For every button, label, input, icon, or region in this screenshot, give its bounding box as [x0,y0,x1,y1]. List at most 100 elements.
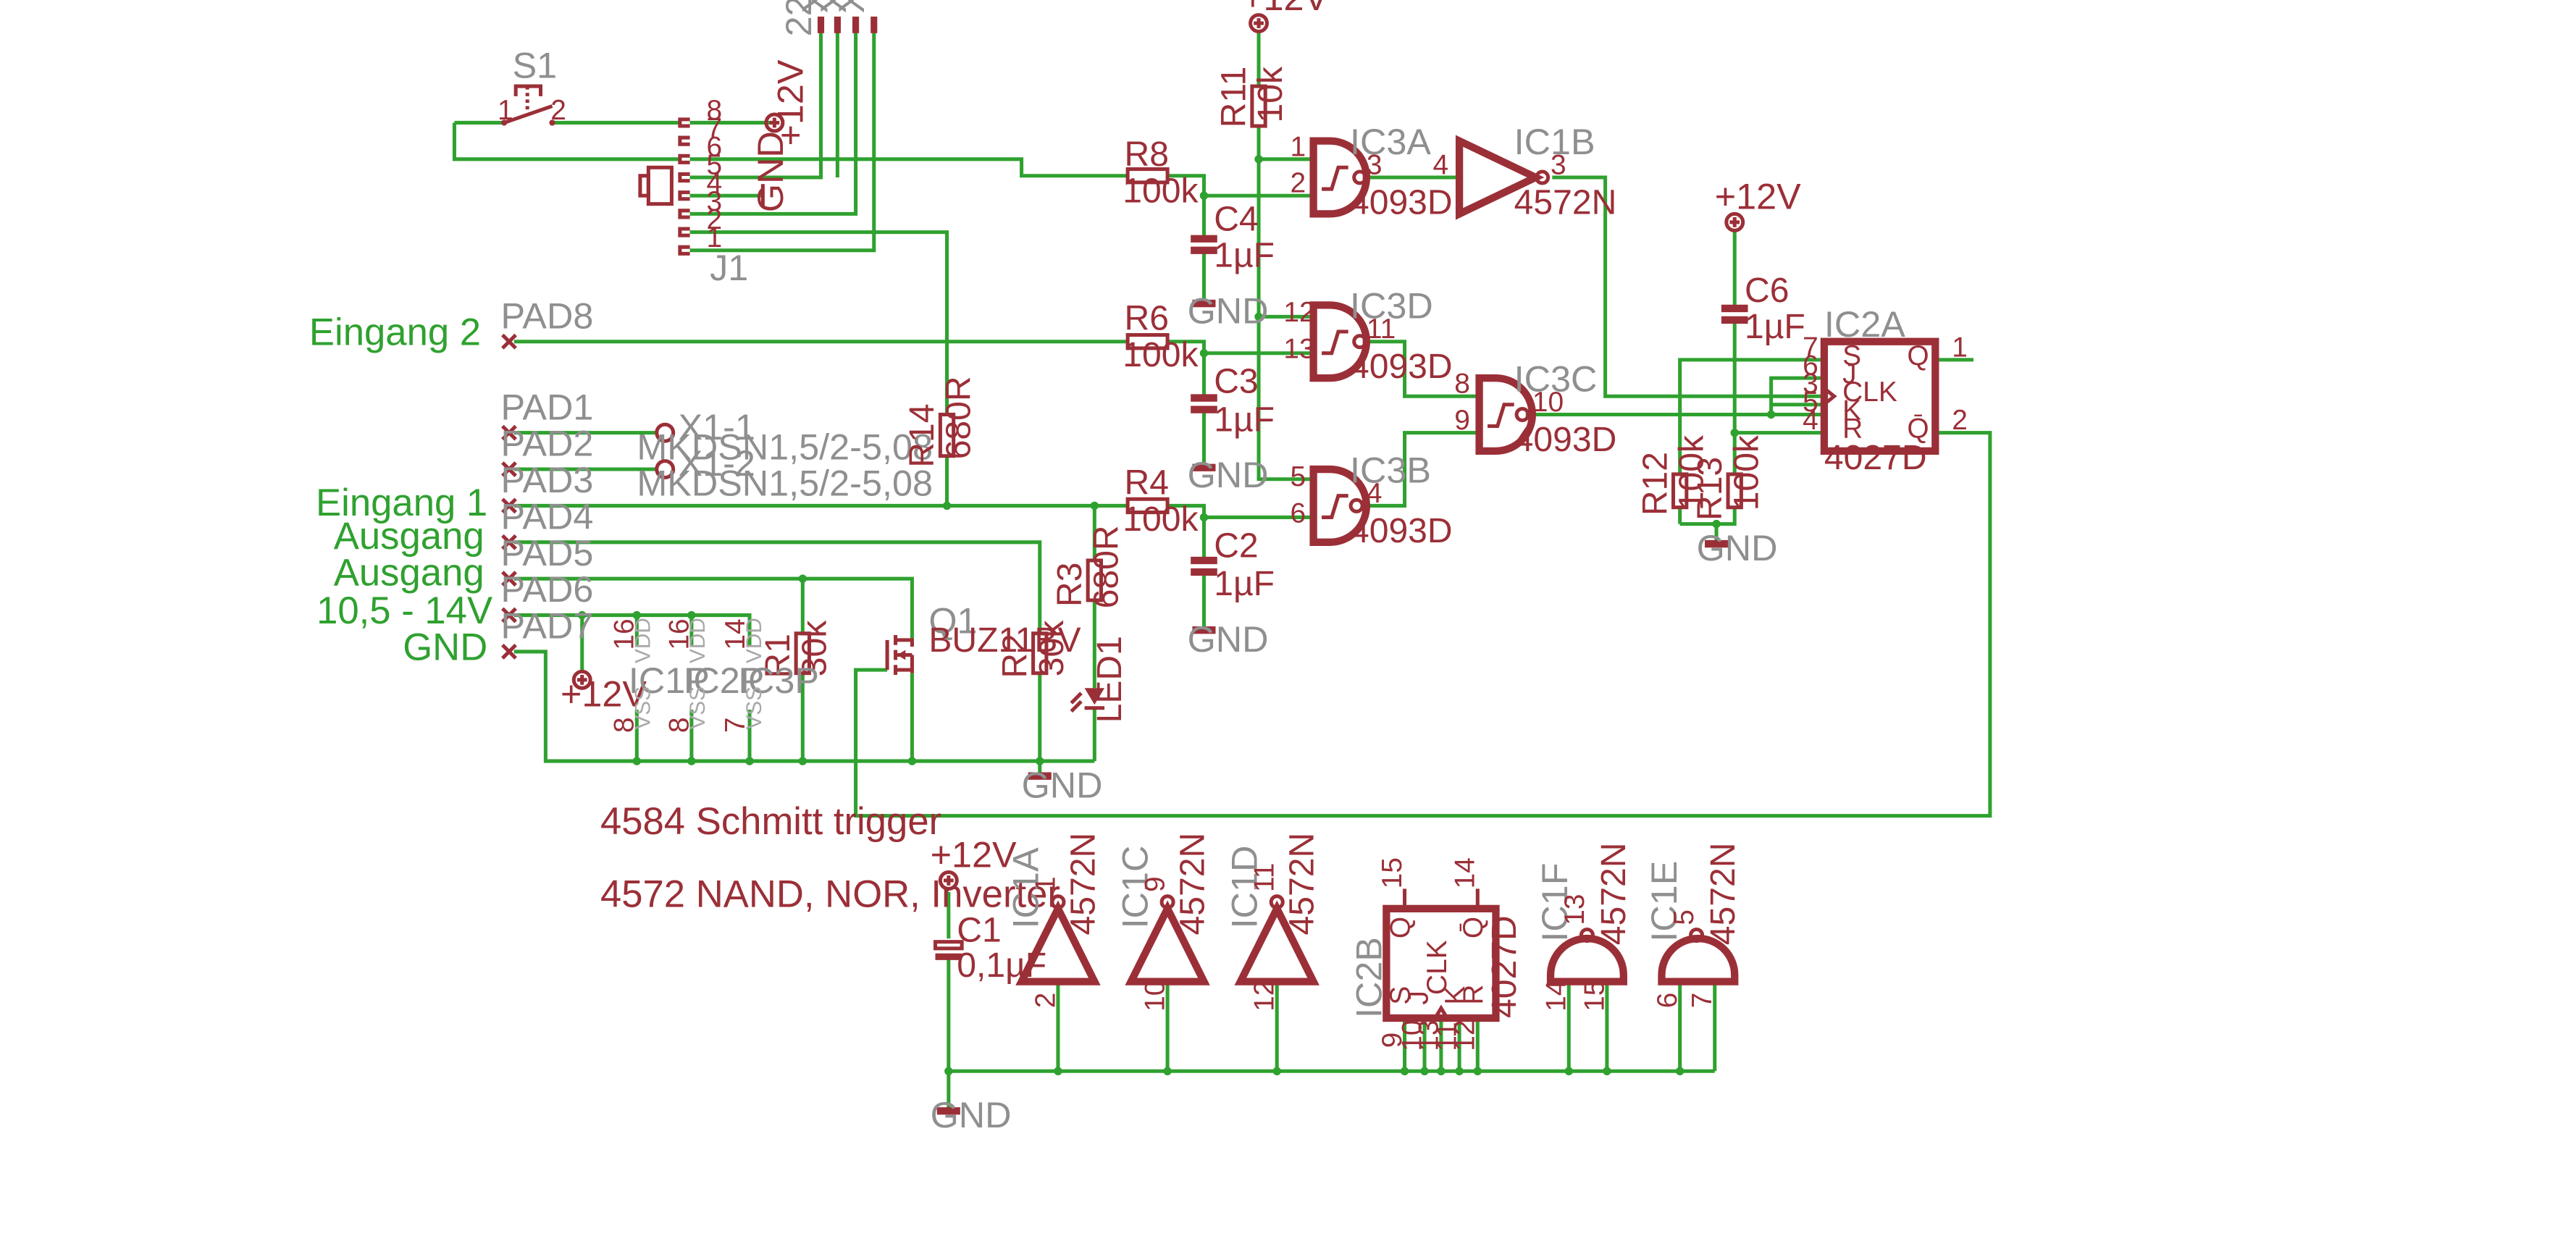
r1-ref: R1 [758,634,797,678]
ic1f-pin-top: 13 [1559,894,1590,925]
j1-pin-5: 5 [706,149,722,180]
ic1e-pin-br: 7 [1687,993,1718,1009]
switch-ref: S1 [513,45,558,86]
flipflop-ic2a: IC2A 4027D S J CLK K R Q Q̄ 7 6 3 5 4 1 … [1803,303,1968,477]
ic2b-q: Q [1385,917,1416,938]
c2-value: 1µF [1214,564,1275,603]
x-part-x1: X1 [794,0,836,13]
led1-ref: LED1 [1090,636,1129,723]
net-eingang-2: Eingang 2 [309,311,481,353]
capacitor-c1: +12V C1 0,1µF GND [931,834,1047,1136]
switch-pin1: 1 [498,95,513,126]
ic2b-pin-10: 10 [1396,1020,1427,1051]
r3-ref: R3 [1050,563,1089,607]
c3-value: 1µF [1214,400,1275,439]
j1-pin-7: 7 [706,113,722,144]
ic3d-pin-out: 11 [1367,314,1396,345]
ic2a-label-k: K [1842,395,1861,426]
pad1-label: PAD1 [501,386,594,427]
ic1e-pin-top: 5 [1669,909,1700,925]
ic1f-ref: IC1F [1534,863,1575,942]
switch-s1: S1 1 2 [498,45,566,126]
x-part-x3: X3 [831,0,872,13]
ic1b-pin-in: 4 [1432,149,1448,180]
ic3b-ref: IC3B [1350,449,1431,490]
resistor-r6: R6 100k [1123,299,1199,374]
x1-1-label: X1-1 [679,406,755,447]
ic2a-pin-r: 4 [1803,405,1818,436]
q1-value: BUZ11BV [928,621,1081,660]
ic2b-top1: 15 [1377,857,1408,888]
pad7-label: PAD7 [501,605,594,647]
nand-ic3c: 8 9 10 IC3C 4093D [1454,358,1616,458]
net-ausgang-a: Ausgang [334,515,484,558]
r12-value: 100k [1672,434,1711,510]
r11-value: 10k [1251,66,1290,122]
ic1p-vss-label: VSS [632,686,655,730]
ic1b-pin-out: 3 [1551,149,1566,180]
ic2b-pin-13: 13 [1413,1020,1444,1051]
r13-gnd: GND [1697,527,1778,568]
x-part-2223: 22-23 [778,0,819,36]
resistor-r2: R2 30k GND [995,620,1102,806]
inverter-ic1c: IC1C 4572N 9 10 [1115,833,1212,1012]
ic2b-label-r: R [1458,985,1489,1005]
ic2b-part: 4027D [1485,915,1524,1018]
ic2b-ref: IC2B [1348,937,1389,1018]
pad4-label: PAD4 [501,495,594,537]
c6-ref: C6 [1745,271,1789,310]
ic1p-vdd-label: VDD [632,618,655,663]
j1-pin-6: 6 [706,131,722,162]
j1-pin-3: 3 [706,186,722,217]
gate-ic1e: IC1E 4572N 5 6 7 [1643,843,1742,1009]
c1-gnd: GND [931,1094,1012,1135]
net-ausgang-b: Ausgang [334,551,484,594]
resistor-r14: R14 680R [902,376,978,467]
ic3p-vdd-pin: 14 [720,618,751,650]
x1-2-label: X1-2 [679,442,755,484]
r4-ref: R4 [1125,463,1169,502]
ic3p-ref: IC3P [738,660,819,701]
ic2a-pin-j: 6 [1803,350,1818,382]
connector-j1: 8 7 6 5 4 3 2 1 J1 +12V GND [638,59,810,288]
c1-ref: C1 [957,911,1001,950]
c4-gnd: GND [1188,290,1269,332]
pad3-label: PAD3 [501,459,594,500]
ic1d-pin-out: 12 [1249,980,1280,1012]
resistor-r4: R4 100k [1123,463,1199,538]
ic3p-vdd-label: VDD [742,618,766,663]
ic3d-pin-in1: 12 [1283,297,1314,328]
junctions [578,155,1776,1076]
note-4572: 4572 NAND, NOR, Inverter [600,873,1060,916]
ic2p-vss-pin: 8 [663,717,695,733]
ic2a-ref: IC2A [1824,303,1905,345]
capacitor-c3: C3 1µF GND [1188,362,1275,496]
ic2p-vdd-label: VDD [686,618,710,663]
ic1d-ref: IC1D [1224,846,1265,929]
pad5-label: PAD5 [501,532,594,573]
r11-ref: R11 [1214,67,1254,128]
c4-value: 1µF [1214,236,1275,275]
pad2-label: PAD2 [501,423,594,464]
ic2b-pin-9: 9 [1377,1033,1408,1048]
ic2p-ref: IC2P [683,660,764,701]
ic3d-part: 4093D [1350,347,1453,386]
ic1d-pin-in: 11 [1249,863,1280,892]
net-eingang-1: Eingang 1 [316,482,487,524]
r8-ref: R8 [1125,135,1169,174]
inverter-ic1d: IC1D 4572N 11 12 [1224,833,1322,1012]
power-vcc-label: +12V [561,673,647,714]
r6-value: 100k [1123,335,1199,374]
inverter-ic1b: 4 3 IC1B 4572N [1432,121,1616,222]
ic2a-label-clk: CLK [1842,377,1897,408]
ic3a-part: 4093D [1350,182,1453,222]
r14-ref: R14 [902,404,941,468]
ic2b-label-j: J [1404,991,1435,1004]
ic1c-ref: IC1C [1115,846,1156,929]
ic3c-pin-out-in2: 9 [1454,405,1470,436]
c6-vcc-label: +12V [1715,176,1801,217]
ic2a-label-s: S [1842,340,1861,371]
ic3a-pin-in1: 1 [1291,131,1306,162]
ic2b-pin-11: 11 [1432,1022,1463,1051]
